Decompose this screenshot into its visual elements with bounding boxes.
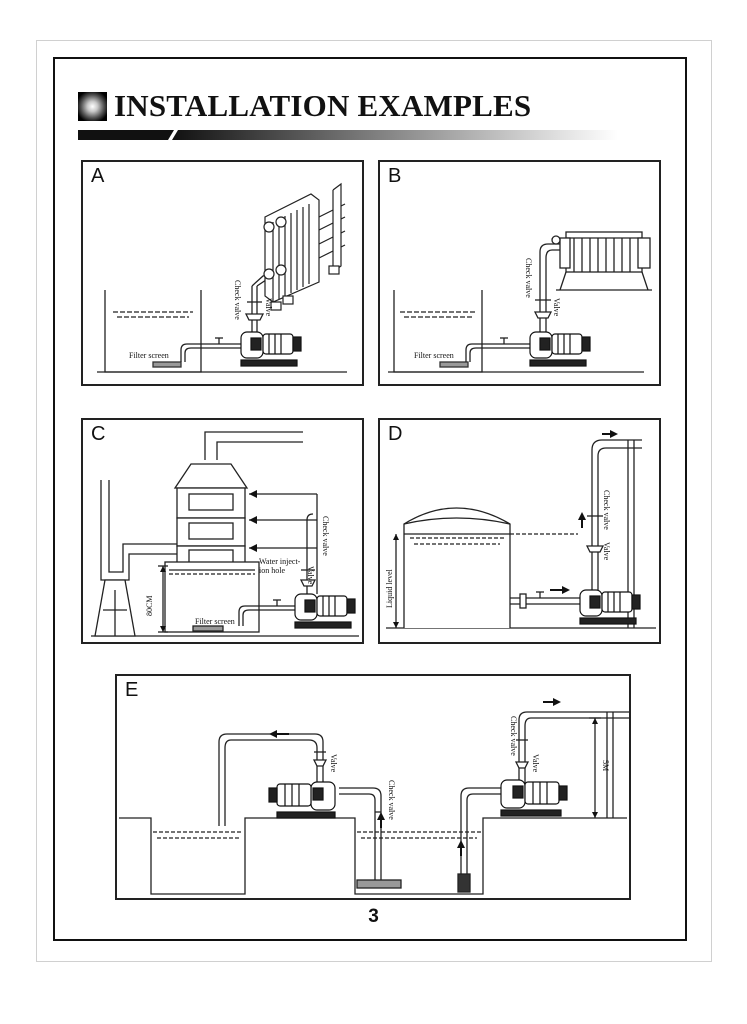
label-filter-screen: Filter screen — [195, 617, 235, 626]
panel-label: A — [91, 165, 105, 187]
example-panel-e: E — [115, 674, 631, 900]
example-panel-c: C — [81, 418, 364, 644]
diagram-d: Check valve Valve Liquid level — [385, 430, 656, 629]
label-water-injection-1: Water inject- — [259, 557, 301, 566]
page-number: 3 — [368, 906, 379, 927]
page-frame — [53, 57, 687, 941]
pump-icon — [500, 779, 568, 817]
label-water-injection-2: ion hole — [259, 566, 285, 575]
label-valve: Valve — [552, 298, 561, 317]
label-filter-screen: Filter screen — [414, 351, 454, 360]
label-check-valve-middle: Check valve — [387, 780, 396, 820]
label-height-80cm: 80CM — [145, 596, 154, 616]
label-check-valve-right: Check valve — [509, 716, 518, 756]
label-height-5m: 5M — [601, 760, 610, 771]
label-valve: Valve — [264, 298, 273, 317]
label-check-valve: Check valve — [602, 490, 611, 530]
example-panel-a: A — [81, 160, 364, 386]
panel-label: D — [388, 423, 403, 445]
label-filter-screen: Filter screen — [129, 351, 169, 360]
panel-label: C — [91, 423, 106, 445]
pump-icon — [268, 781, 336, 819]
diagram-e: Valve Check valve Check valve Valve 5M — [119, 698, 629, 895]
pump-icon — [294, 593, 356, 629]
label-valve-right: Valve — [531, 754, 540, 773]
pump-icon — [240, 331, 302, 367]
label-check-valve: Check valve — [321, 516, 330, 556]
label-valve-left: Valve — [329, 754, 338, 773]
pump-icon — [579, 589, 641, 625]
label-liquid-level: Liquid level — [385, 568, 394, 608]
panel-label: E — [125, 679, 139, 701]
page-title: INSTALLATION EXAMPLES — [114, 88, 532, 123]
label-check-valve: Check valve — [233, 280, 242, 320]
diagram-b: Check valve Valve Filter screen — [388, 231, 652, 373]
label-check-valve: Check valve — [524, 258, 533, 298]
label-valve: Valve — [602, 542, 611, 561]
panel-label: B — [388, 165, 402, 187]
diagram-a: Check valve Valve Filter screen — [97, 182, 347, 373]
title-underline-bar — [78, 130, 618, 140]
example-panel-d: D — [378, 418, 661, 644]
label-valve: Valve — [306, 566, 315, 585]
pump-icon — [529, 331, 591, 367]
example-panel-b: B — [378, 160, 661, 386]
diagram-c: Check valve Valve Water inject- ion hole… — [91, 431, 359, 637]
gradient-square-icon — [78, 92, 107, 121]
